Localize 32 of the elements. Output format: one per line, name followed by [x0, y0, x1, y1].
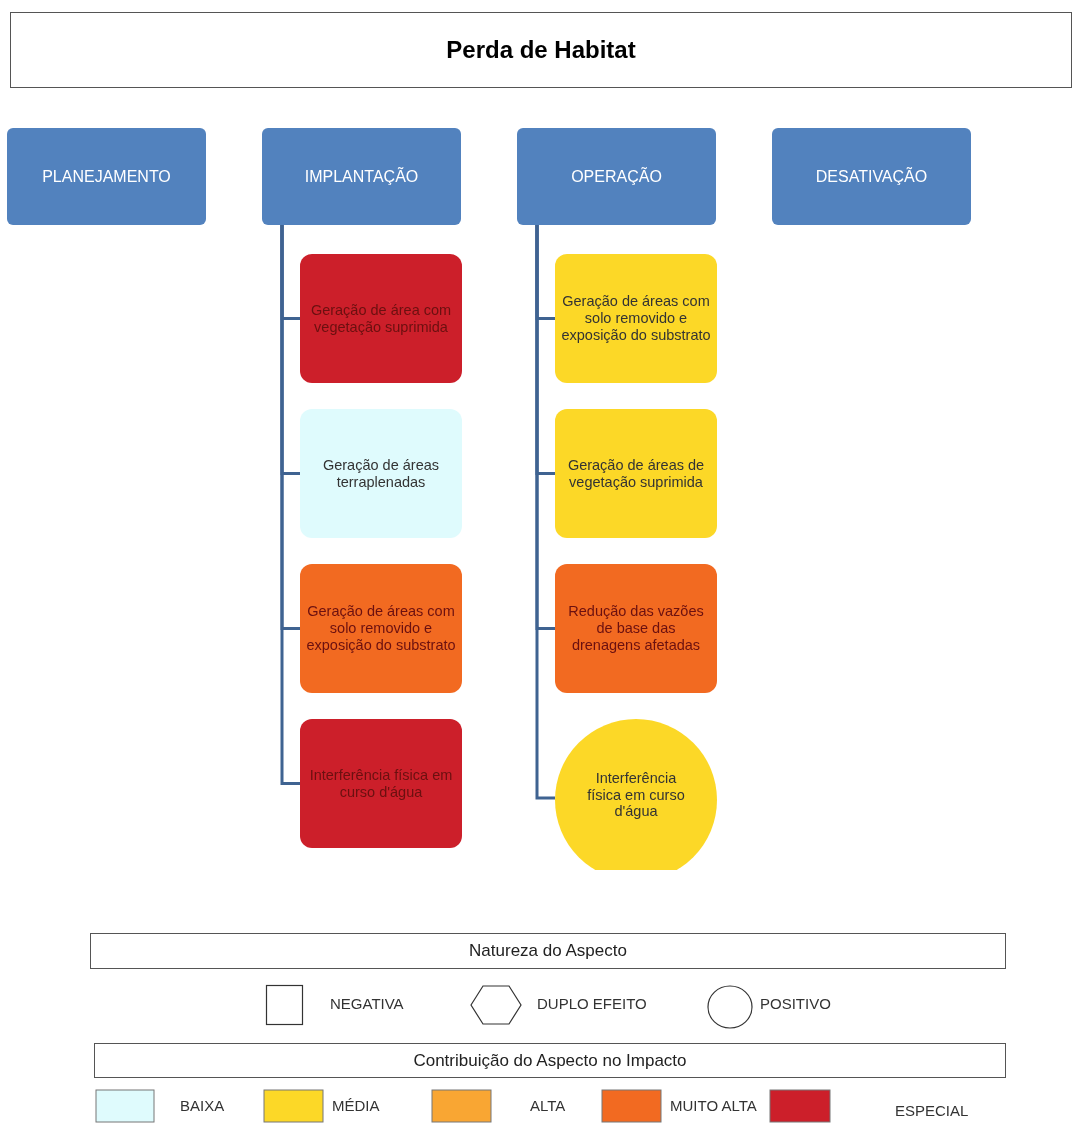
- aspect-box: [300, 409, 462, 538]
- title-box: Perda de Habitat: [10, 12, 1072, 88]
- phase-box: PLANEJAMENTO: [7, 128, 206, 225]
- legend-text: MÉDIA: [332, 1097, 380, 1114]
- phase-box: DESATIVAÇÃO: [772, 128, 971, 225]
- aspect-text: Interferência física em curso d'água: [586, 770, 686, 820]
- aspect-text: Geração de áreas terraplenadas: [321, 456, 441, 491]
- legend-heading: Contribuição do Aspecto no Impacto: [94, 1043, 1006, 1078]
- legend-text: BAIXA: [180, 1097, 225, 1114]
- legend-text: ESPECIAL: [895, 1102, 969, 1119]
- aspect-text: Geração de área com vegetação suprimida: [309, 301, 453, 336]
- aspect-text: Interferência física em curso d'água: [308, 766, 454, 801]
- connector-line: [280, 225, 300, 785]
- aspect-box: [300, 719, 462, 848]
- legend-text: ALTA: [530, 1097, 566, 1114]
- aspect-box: [300, 564, 462, 693]
- legend-text: NEGATIVA: [330, 995, 404, 1012]
- connector-line: [535, 225, 555, 800]
- aspect-text: Geração de áreas de vegetação suprimida: [566, 456, 706, 491]
- aspect-box: [300, 254, 462, 383]
- legend-text: DUPLO EFEITO: [537, 995, 647, 1012]
- phase-box: IMPLANTAÇÃO: [262, 128, 461, 225]
- aspect-box: [555, 564, 717, 693]
- legend-text: MUITO ALTA: [670, 1097, 757, 1114]
- legend-text: POSITIVO: [760, 995, 831, 1012]
- aspect-box: [555, 254, 717, 383]
- aspect-box: [555, 409, 717, 538]
- aspect-text: Geração de áreas com solo removido e exposição do substrato: [560, 293, 712, 344]
- legend-heading: Natureza do Aspecto: [90, 933, 1006, 969]
- aspect-text: Geração de áreas com solo removido e exposição do substrato: [305, 603, 457, 654]
- phase-box: OPERAÇÃO: [517, 128, 716, 225]
- aspect-text: Redução das vazões de base das drenagens afetadas: [567, 603, 705, 654]
